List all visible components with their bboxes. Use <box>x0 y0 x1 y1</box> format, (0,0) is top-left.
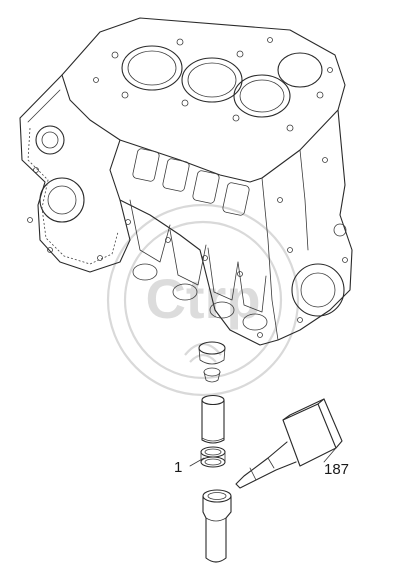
watermark: Ctrp <box>106 203 300 397</box>
callout-187-leader <box>323 447 337 463</box>
callout-1-leader <box>189 457 205 467</box>
watermark-logo-text: Ctrp <box>145 267 260 330</box>
injector-sleeve <box>202 489 232 563</box>
sealing-ring <box>200 446 226 468</box>
callout-label-1: 1 <box>174 459 182 476</box>
sleeve-plug <box>201 394 225 444</box>
engine-block <box>19 17 353 383</box>
callout-label-187: 187 <box>324 461 349 478</box>
